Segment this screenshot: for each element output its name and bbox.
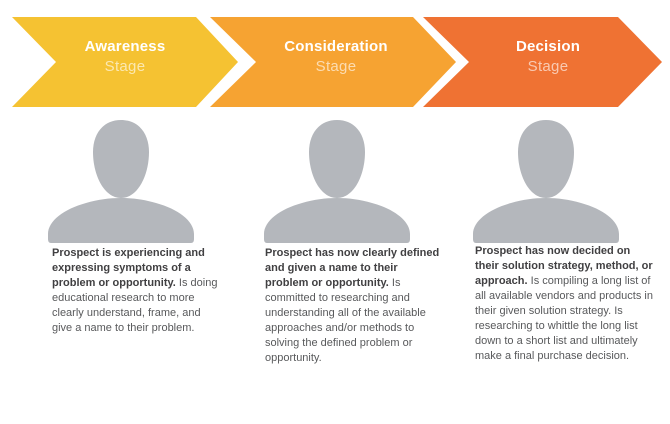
awareness-arrow-shape xyxy=(12,17,238,107)
stage-title-awareness: Awareness Stage xyxy=(25,37,225,77)
consideration-arrow-shape xyxy=(210,17,456,107)
stage-name-label: Decision xyxy=(515,38,581,55)
decision-description-body: Is compiling a long list of all availabl… xyxy=(475,275,653,362)
awareness-description: Prospect is experiencing and expressing … xyxy=(52,246,222,336)
decision-description-bold: Prospect has now decided on their soluti… xyxy=(475,245,653,287)
stage-sub-label: Stage xyxy=(104,58,146,75)
person-silhouette-icon xyxy=(48,120,194,243)
consideration-description: Prospect has now clearly defined and giv… xyxy=(265,246,443,366)
stage-title-decision: Decision Stage xyxy=(448,37,648,77)
decision-description: Prospect has now decided on their soluti… xyxy=(475,244,655,364)
stage-name-label: Consideration xyxy=(284,38,388,55)
stage-name-label: Awareness xyxy=(84,38,166,55)
awareness-description-body: Is doing educational research to more cl… xyxy=(52,277,218,334)
decision-arrow-shape xyxy=(423,17,662,107)
consideration-description-bold: Prospect has now clearly defined and giv… xyxy=(265,247,440,289)
stage-title-consideration: Consideration Stage xyxy=(236,37,436,77)
awareness-description-bold: Prospect is experiencing and expressing … xyxy=(52,247,205,289)
stage-sub-label: Stage xyxy=(315,58,357,75)
person-silhouette-icon xyxy=(264,120,410,243)
stage-sub-label: Stage xyxy=(527,58,569,75)
stage-arrows xyxy=(12,17,662,107)
person-silhouette-icon xyxy=(473,120,619,243)
consideration-description-body: Is committed to researching and understa… xyxy=(265,277,426,364)
